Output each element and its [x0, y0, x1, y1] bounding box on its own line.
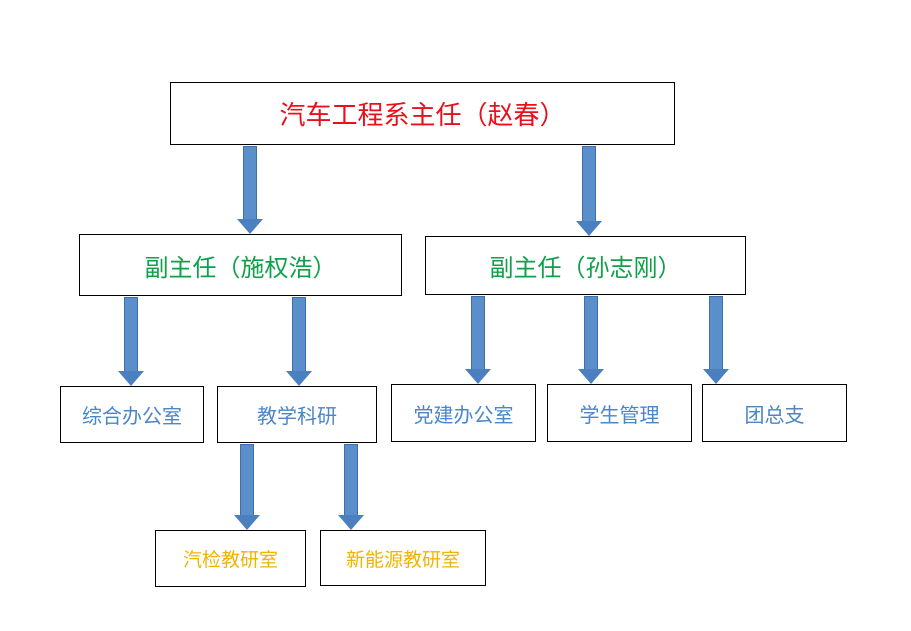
- node-dept-student: 学生管理: [547, 384, 692, 442]
- arrow-director-to-vice-left: [237, 146, 263, 234]
- node-director-label: 汽车工程系主任（赵春）: [279, 101, 566, 131]
- arrow-director-to-vice-right: [576, 146, 602, 236]
- arrow-teaching-to-lab-energy: [338, 444, 364, 530]
- arrow-vice-right-to-student: [578, 296, 604, 384]
- arrow-vice-left-to-teaching: [286, 297, 312, 386]
- node-dept-party: 党建办公室: [391, 384, 536, 442]
- node-dept-league-label: 团总支: [744, 402, 805, 427]
- node-vice-left: 副主任（施权浩）: [79, 234, 402, 296]
- node-lab-energy: 新能源教研室: [320, 530, 486, 586]
- node-dept-student-label: 学生管理: [579, 402, 660, 427]
- arrow-vice-left-to-office: [118, 297, 144, 386]
- node-dept-teaching-label: 教学科研: [257, 404, 337, 428]
- arrow-vice-right-to-party: [465, 296, 491, 384]
- node-vice-right-label: 副主任（孙志刚）: [489, 254, 682, 282]
- node-dept-league: 团总支: [702, 384, 847, 442]
- arrow-vice-right-to-league: [703, 296, 729, 384]
- node-lab-energy-label: 新能源教研室: [345, 548, 460, 571]
- node-dept-office: 综合办公室: [60, 386, 204, 443]
- arrow-teaching-to-lab-auto: [234, 444, 260, 530]
- node-vice-right: 副主任（孙志刚）: [425, 236, 746, 295]
- node-dept-office-label: 综合办公室: [82, 404, 182, 428]
- node-lab-auto: 汽检教研室: [155, 530, 306, 587]
- node-dept-teaching: 教学科研: [217, 386, 377, 443]
- node-dept-party-label: 党建办公室: [413, 402, 514, 427]
- node-vice-left-label: 副主任（施权浩）: [144, 253, 337, 282]
- node-director: 汽车工程系主任（赵春）: [170, 82, 675, 145]
- node-lab-auto-label: 汽检教研室: [182, 549, 278, 571]
